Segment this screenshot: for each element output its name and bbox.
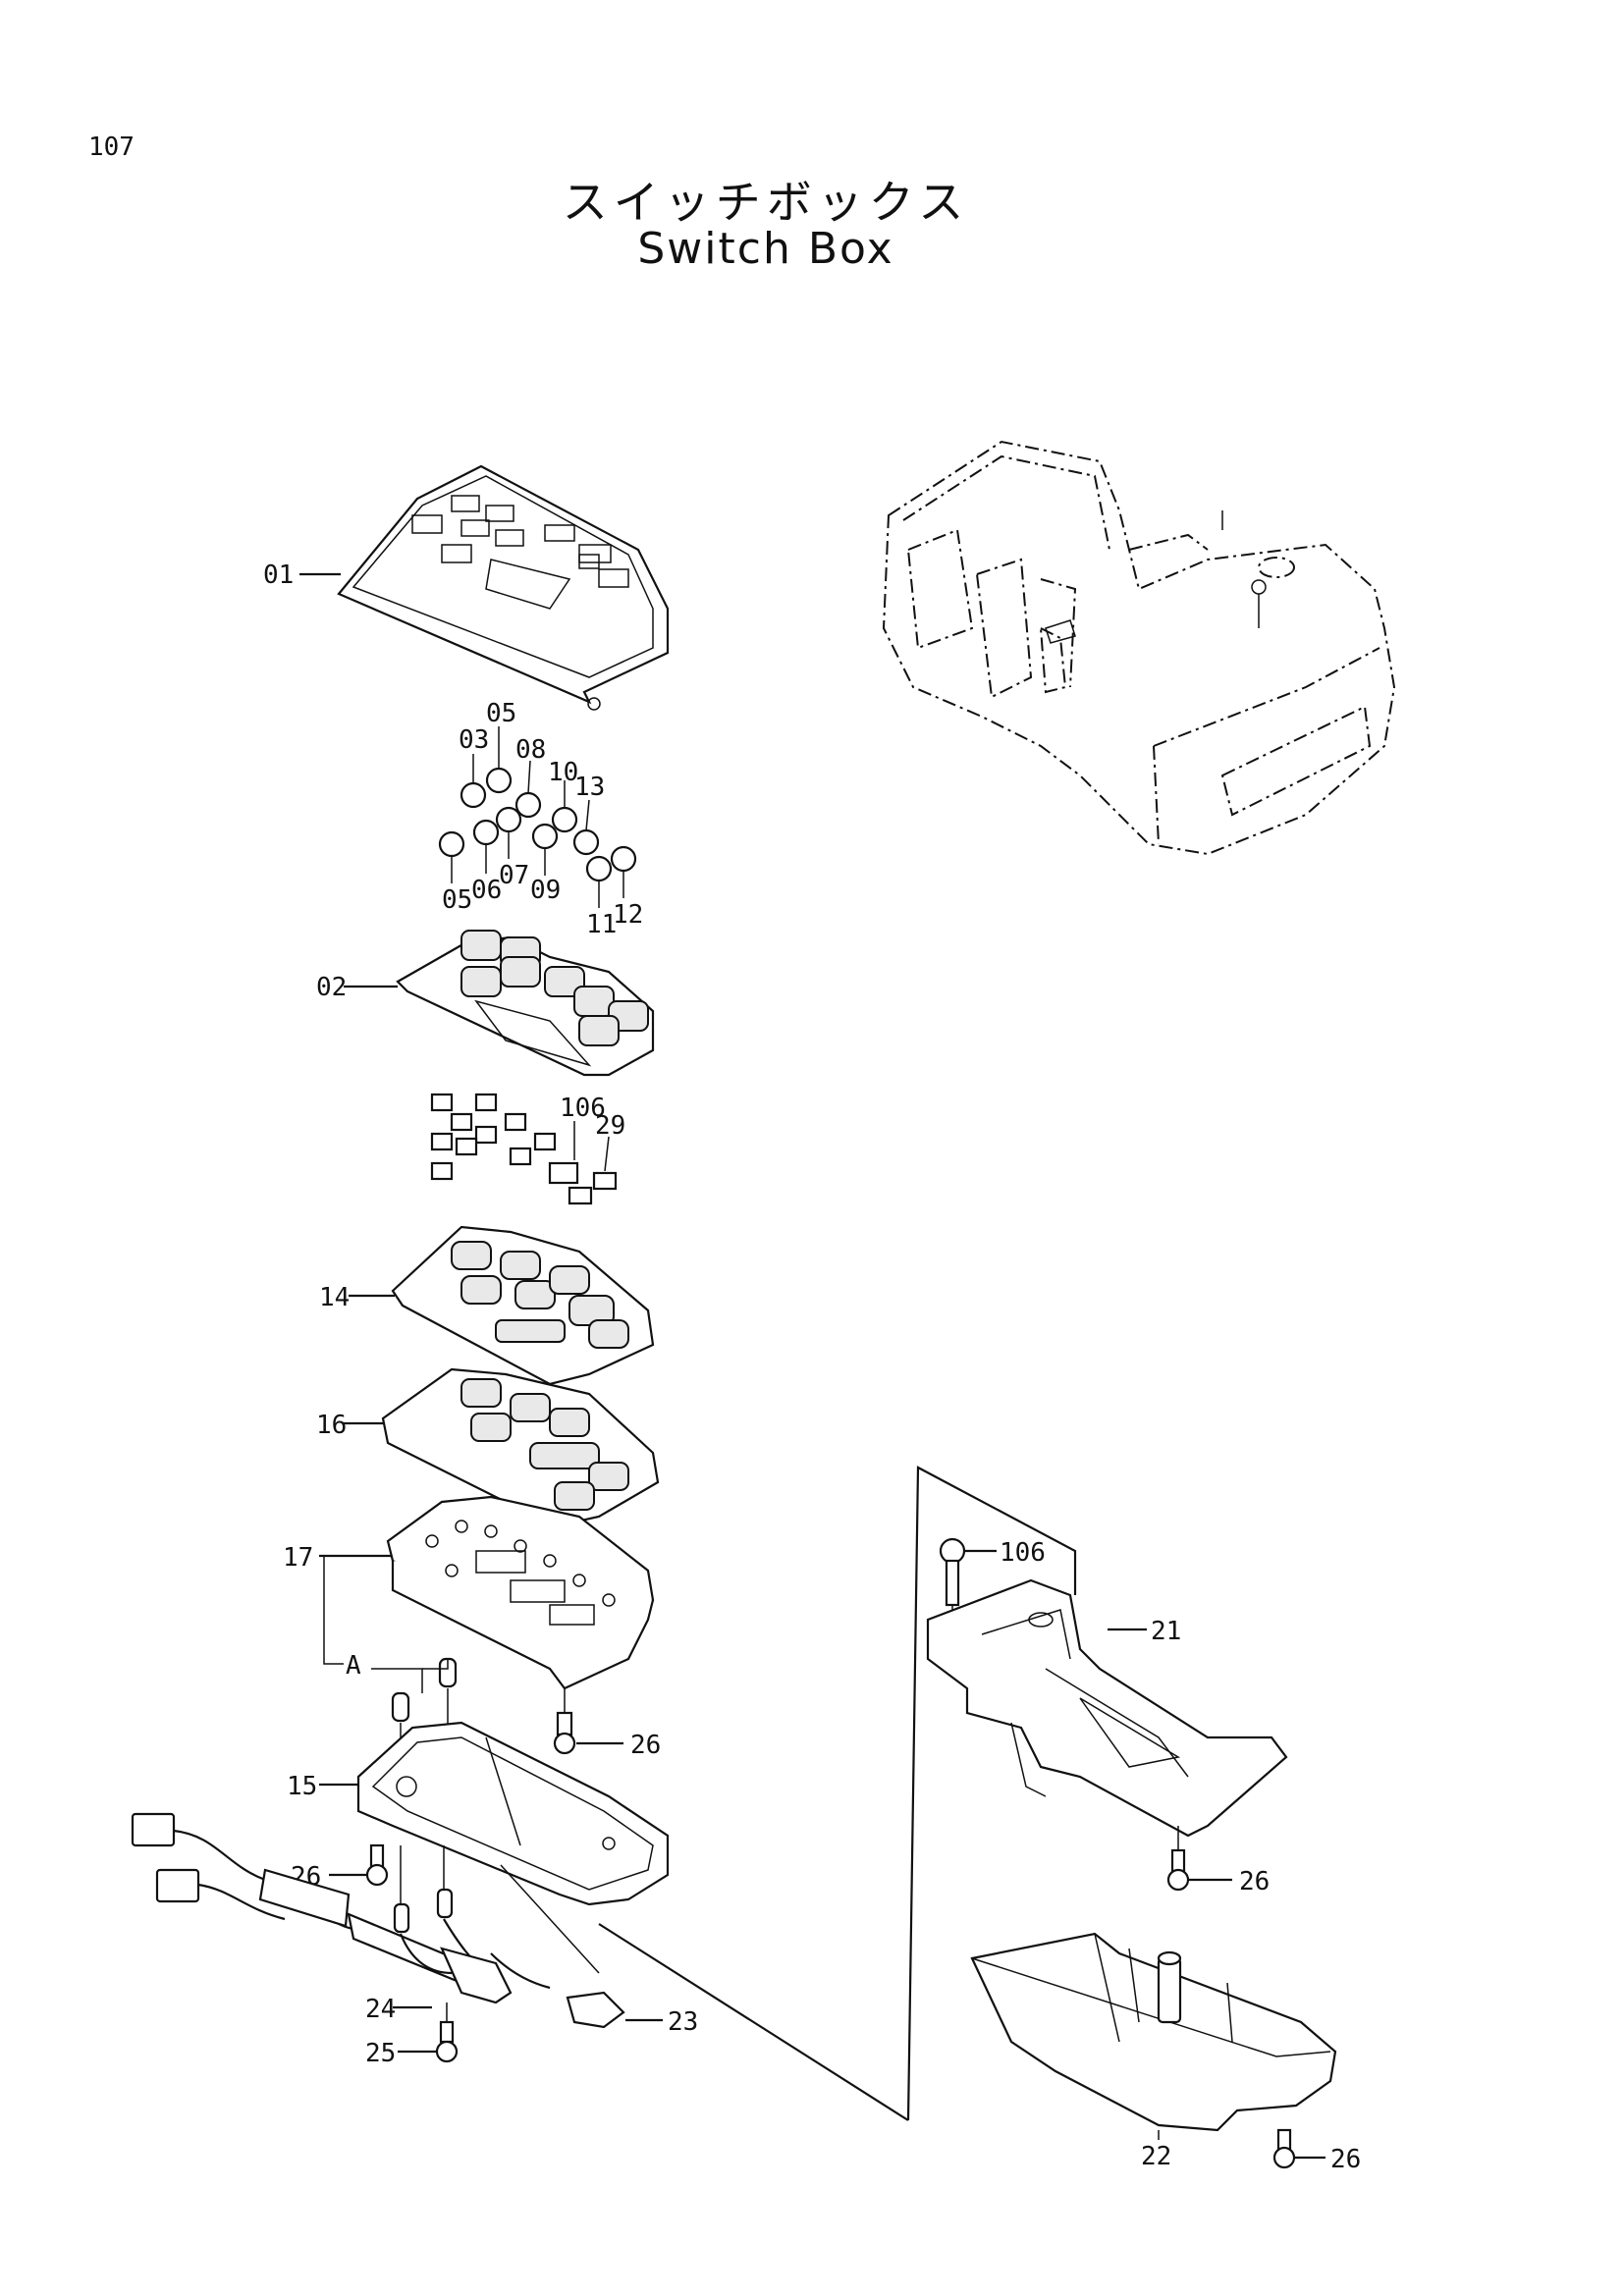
callout-14: 14 xyxy=(319,1283,350,1312)
callout-17: 17 xyxy=(283,1543,313,1573)
part-01-cover xyxy=(337,464,670,711)
bulbs-A xyxy=(371,1657,458,1816)
lamp-covers-28-29 xyxy=(430,1093,618,1205)
part-26-screw-cover xyxy=(1272,2128,1325,2169)
callout-11: 11 xyxy=(586,910,617,939)
callout-22: 22 xyxy=(1141,2142,1171,2171)
callout-03: 03 xyxy=(459,725,489,755)
callout-26-c: 26 xyxy=(1330,2145,1361,2174)
part-14-sheet xyxy=(391,1225,655,1386)
excavator-overview-drawing xyxy=(882,440,1396,856)
part-17-circuit-board xyxy=(386,1495,655,1690)
callout-07: 07 xyxy=(499,861,529,890)
callout-12: 12 xyxy=(613,900,643,930)
callout-28: 29 xyxy=(595,1111,625,1141)
callout-106: 106 xyxy=(1000,1538,1046,1568)
callout-13: 13 xyxy=(574,773,605,802)
callout-A: A xyxy=(346,1651,361,1681)
callout-01: 01 xyxy=(263,561,294,590)
callout-26-b: 26 xyxy=(1239,1867,1270,1896)
callout-29: 106 xyxy=(560,1094,606,1123)
callout-25: 26 xyxy=(630,1731,661,1760)
part-24-harness xyxy=(131,1812,551,2004)
callout-16: 16 xyxy=(316,1411,347,1440)
callout-27: 25 xyxy=(365,2039,396,2068)
part-15-case xyxy=(356,1721,670,1906)
part-25-screw xyxy=(553,1688,623,1755)
page-number: 107 xyxy=(88,133,135,162)
leader-28 xyxy=(604,1136,610,1172)
callout-10: 10 xyxy=(548,758,578,787)
leaders-knobs xyxy=(451,726,624,908)
callout-21: 21 xyxy=(1151,1617,1181,1646)
callout-08: 08 xyxy=(515,735,546,765)
callout-02: 02 xyxy=(316,973,347,1002)
part-26-screw-bracket xyxy=(1166,1826,1232,1892)
part-22-cover xyxy=(970,1932,1337,2132)
callout-24: 24 xyxy=(365,1995,396,2024)
leader-17-A-bracket xyxy=(323,1556,344,1665)
part-02-plate xyxy=(396,930,655,1077)
callout-04: 05 xyxy=(486,699,516,728)
part-21-bracket xyxy=(926,1578,1288,1838)
part-16-rubber xyxy=(381,1367,660,1528)
callout-06: 06 xyxy=(471,876,502,905)
knobs-03-13 xyxy=(438,767,637,882)
callout-15: 15 xyxy=(287,1772,317,1801)
callout-05: 05 xyxy=(442,885,472,915)
part-27-screw xyxy=(398,2002,459,2063)
bracket-boundary xyxy=(906,1466,1077,2121)
title-english: Switch Box xyxy=(637,224,894,274)
part-106-bolt xyxy=(939,1537,997,1634)
title-japanese: スイッチボックス xyxy=(562,176,970,229)
callout-09: 09 xyxy=(530,876,561,905)
part-23-clip xyxy=(500,1864,663,2029)
part-26-screw-case xyxy=(329,1843,389,1887)
connection-line xyxy=(598,1923,909,2121)
callout-23: 23 xyxy=(668,2007,698,2037)
